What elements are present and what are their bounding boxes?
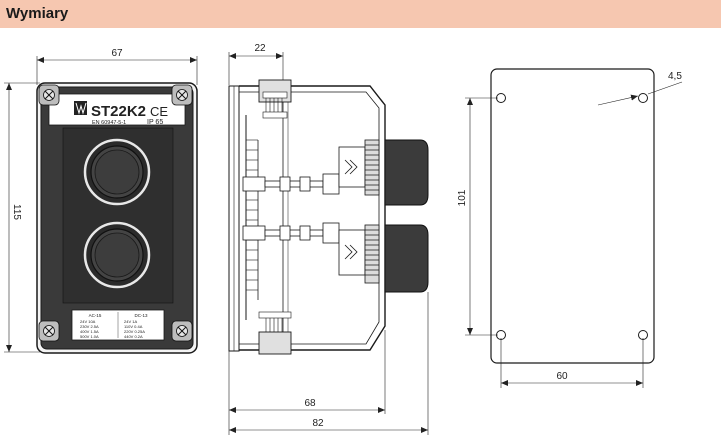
screw-icon [171,84,193,106]
back-width-label: 60 [556,371,568,382]
dc-line: 24V 1A [124,319,137,324]
push-button-top [83,138,151,206]
dc-line: 110V 0.4A [124,324,143,329]
ip-rating: IP 65 [147,119,163,126]
mounting-hole [496,93,648,340]
contact-block-bottom [242,222,340,244]
push-button-bottom [83,221,151,289]
ac-line: 500V 1.0A [80,334,99,339]
button-cap-top [384,139,429,206]
side-depth-label-1: 68 [304,398,316,409]
front-width-label: 67 [111,48,123,59]
screw-icon [171,320,193,342]
screw-icon [38,84,60,106]
button-mechanism-top [338,139,380,196]
ac-line: 230V 2.5A [80,324,99,329]
contact-block-top [242,173,340,195]
button-cap-bottom [384,224,429,293]
dc-line: 220V 0.25A [124,329,145,334]
ce-mark: CE [150,104,168,119]
section-title: Wymiary [6,5,69,22]
side-depth-label-2: 82 [312,418,324,429]
front-view: 67 115 [4,48,198,354]
technical-drawing: 67 115 [4,43,682,435]
side-top-label: 22 [254,43,266,54]
model-name: ST22K2 [91,103,146,120]
side-view: 22 [228,43,429,435]
ac-line: 400V 1.5A [80,329,99,334]
screw-icon [38,320,60,342]
back-height-label: 101 [457,189,468,206]
label-plate [48,93,186,126]
back-plate [490,68,655,364]
dc-line: 440V 0.2A [124,334,143,339]
back-view: 4,5 101 60 [457,68,682,388]
ac-title: AC-15 [89,313,102,318]
brand-logo [74,101,87,115]
side-screw-top [258,79,292,119]
side-screw-bottom [258,311,292,355]
section-header: Wymiary [0,0,721,28]
hole-diameter-label: 4,5 [668,71,682,82]
ac-line: 24V 10A [80,319,96,324]
front-height-label: 115 [11,204,22,220]
dc-title: DC-13 [134,313,148,318]
standard-label: EN 60947-5-1 [92,120,126,126]
button-mechanism-bottom [338,224,380,284]
